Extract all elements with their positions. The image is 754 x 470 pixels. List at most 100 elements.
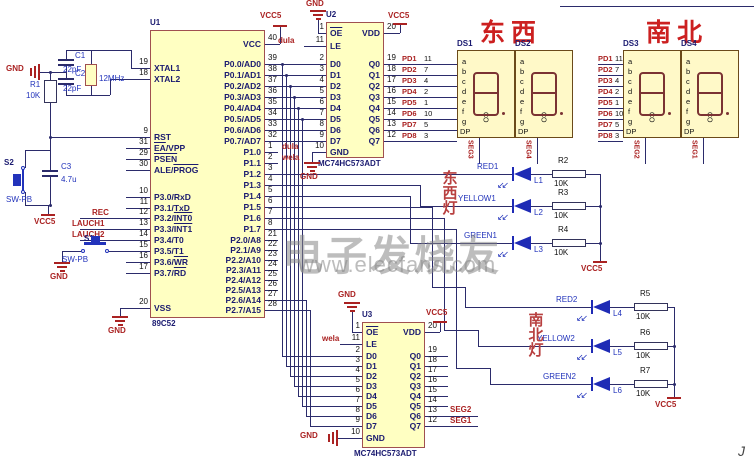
pd-net-label: PD3: [598, 76, 613, 85]
ground-symbol: [112, 316, 128, 318]
pin-number: 8: [355, 405, 360, 414]
display-ref-DS1: DS1: [457, 39, 473, 48]
segment-letter: f: [686, 107, 689, 116]
pin-label: P1.2: [243, 169, 262, 179]
ground-symbol: [115, 320, 125, 322]
net-label: VCC5: [34, 217, 56, 226]
pin-number: 2: [268, 152, 273, 161]
pin-label: P3.6/WR: [154, 257, 189, 267]
component-label: 10K: [26, 91, 41, 100]
dp-label: DP: [460, 127, 471, 136]
pin-label: Q1: [409, 361, 421, 371]
pin-label: D5: [330, 114, 341, 124]
net-label: LAUCH1: [72, 219, 105, 228]
wire: [384, 64, 457, 65]
pin-label: Q5: [409, 401, 421, 411]
ic-ref-U1: U1: [150, 18, 161, 27]
wire: [338, 438, 362, 439]
pin-label: Q4: [368, 103, 380, 113]
wire: [126, 208, 150, 209]
component-label: 22pF: [63, 65, 82, 74]
wire: [304, 46, 326, 47]
wire: [400, 25, 401, 33]
net-label: VCC5: [388, 11, 410, 20]
component-label: C1: [75, 51, 86, 60]
wire: [286, 366, 362, 367]
pin-label: P3.1/TxD: [154, 203, 190, 213]
wire: [410, 196, 411, 243]
ground-symbol: [60, 270, 65, 272]
ground-symbol: [336, 430, 338, 446]
pin-label: D4: [330, 103, 341, 113]
ground-symbol: [57, 266, 67, 268]
wire: [479, 138, 480, 164]
switch-terminal: [21, 166, 25, 170]
vcc-symbol: [41, 214, 55, 216]
designator-label: S1: [84, 234, 94, 243]
pin-label: P0.4/AD4: [224, 103, 261, 113]
wire: [294, 97, 295, 386]
display-pin-number: 4: [615, 76, 620, 85]
pin-number: 3: [319, 64, 324, 73]
ground-label: GND: [338, 290, 356, 299]
wire: [80, 229, 150, 230]
wire: [91, 86, 92, 95]
wire: [50, 72, 66, 73]
pin-label: D2: [366, 371, 377, 381]
wire: [282, 64, 283, 356]
pin-number: 3: [268, 163, 273, 172]
pin-number: 10: [139, 186, 148, 195]
pin-number: 20: [139, 297, 148, 306]
pin-number: 22: [268, 239, 277, 248]
junction: [599, 205, 602, 208]
digit-eight-mid: [697, 92, 723, 94]
pin-number: 15: [139, 240, 148, 249]
watermark-url: www.elecfans.com: [298, 252, 497, 277]
pin-number: 14: [387, 108, 396, 117]
wire: [265, 163, 278, 164]
junction: [285, 74, 288, 77]
pd-net-label: PD6: [598, 109, 613, 118]
wire: [265, 141, 326, 142]
wire: [25, 150, 26, 168]
wire: [110, 79, 150, 80]
digit-eight: [473, 72, 499, 116]
pin-label: P1.0: [243, 147, 262, 157]
segment-letter: a: [520, 57, 525, 66]
wire: [66, 50, 67, 59]
segment-letter: b: [628, 67, 633, 76]
segment-letter: c: [628, 77, 632, 86]
ic-name-U3: MC74HC573ADT: [354, 449, 417, 458]
pin-label: EA/VPP: [154, 143, 186, 153]
pin-label: D5: [366, 401, 377, 411]
segment-letter: e: [686, 97, 691, 106]
led-L3: [514, 236, 531, 250]
wire: [80, 240, 150, 241]
pd-net-label: PD6: [402, 109, 417, 118]
pin-number: 8: [268, 218, 273, 227]
junction: [49, 71, 52, 74]
pin-label: Q3: [368, 92, 380, 102]
junction: [297, 107, 300, 110]
pin-number: 9: [143, 126, 148, 135]
wire: [537, 138, 538, 164]
pin-number: 17: [387, 75, 396, 84]
component-label: R1: [30, 80, 41, 89]
wire: [384, 75, 457, 76]
pin-number: 5: [355, 375, 360, 384]
pin-label: RST: [154, 132, 171, 142]
pin-number: 40: [268, 33, 277, 42]
resistor-ref-R4: R4: [558, 225, 569, 234]
net-label: wela: [282, 153, 300, 162]
digit-eight: [697, 72, 723, 116]
pin-number: 31: [139, 137, 148, 146]
net-label: REC: [92, 208, 109, 217]
led-des-L2: L2: [534, 208, 543, 217]
wire: [62, 251, 63, 262]
ground-symbol: [316, 18, 321, 20]
pin-label: XTAL2: [154, 74, 181, 84]
pin-label: P1.3: [243, 180, 262, 190]
pin-number: 5: [268, 185, 273, 194]
junction: [289, 85, 292, 88]
wire: [352, 310, 353, 332]
